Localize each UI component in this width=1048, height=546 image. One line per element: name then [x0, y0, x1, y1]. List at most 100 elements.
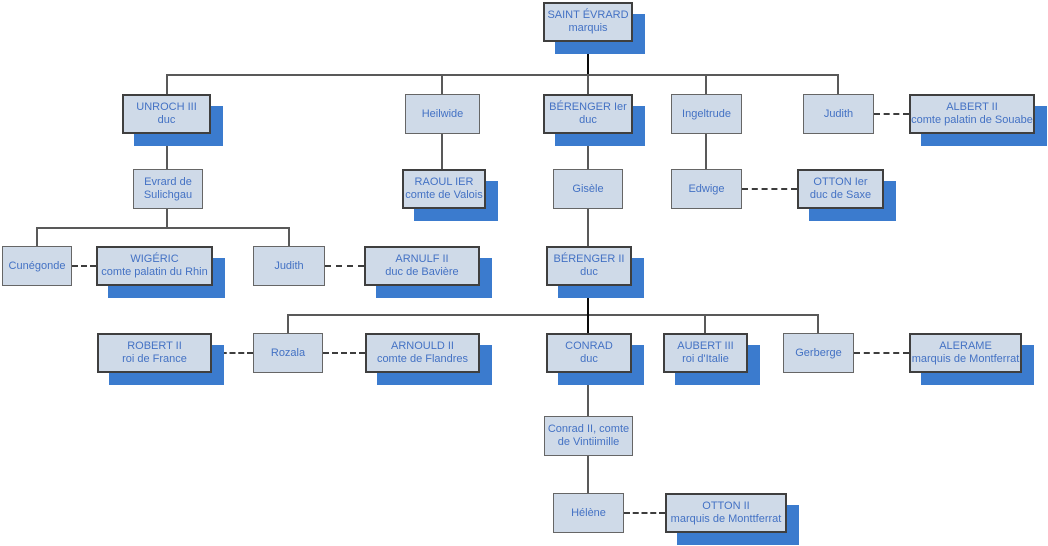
person-name: OTTON II: [702, 500, 750, 512]
person-name: Edwige: [688, 182, 725, 195]
connector-berenger2-down: [587, 285, 589, 316]
connector-ingeltrude-edwige: [705, 133, 707, 170]
connector-stub-gerberge: [817, 314, 819, 334]
connector-stub-cunegonde: [36, 227, 38, 247]
person-title: comte palatin de Souabe: [911, 114, 1033, 126]
person-name: Cunégonde: [8, 259, 66, 272]
tree-node-arnulf-ii: ARNULF II duc de Bavière: [364, 246, 480, 286]
tree-node-rozala: Rozala: [253, 333, 323, 373]
tree-node-albert-ii: ALBERT II comte palatin de Souabe: [909, 94, 1035, 134]
tree-node-gisele: Gisèle: [553, 169, 623, 209]
tree-node-berenger-ier: BÉRENGER Ier duc: [543, 94, 633, 134]
tree-node-judith-row4: Judith: [253, 246, 325, 286]
person-title: duc: [580, 266, 598, 278]
marriage-robert2-rozala: [212, 352, 253, 354]
connector-stub-rozala: [287, 314, 289, 334]
person-title: duc de Bavière: [385, 266, 459, 278]
marriage-gerberge-alerame: [854, 352, 909, 354]
tree-node-gerberge: Gerberge: [783, 333, 854, 373]
person-name: Evrard de: [144, 176, 192, 188]
connector-evrard-down: [166, 208, 168, 229]
person-name: UNROCH III: [136, 101, 197, 113]
connector-stub-berenger1: [587, 74, 589, 95]
tree-node-evrard-de-sulichgau: Evrard de Sulichgau: [133, 169, 203, 209]
connector-row5-horizontal: [287, 314, 819, 316]
connector-row2-horizontal: [166, 74, 839, 76]
person-name: RAOUL IER: [414, 176, 474, 188]
connector-gisele-berenger2: [587, 208, 589, 247]
connector-stub-ingeltrude: [705, 74, 707, 95]
tree-node-wigeric: WIGÉRIC comte palatin du Rhin: [96, 246, 213, 286]
connector-stub-judith2: [837, 74, 839, 95]
person-name: Heilwide: [421, 107, 464, 120]
tree-node-ingeltrude: Ingeltrude: [671, 94, 742, 134]
person-name: Judith: [274, 259, 304, 272]
tree-node-otton-ier: OTTON Ier duc de Saxe: [797, 169, 884, 209]
tree-node-saint-evrard: SAINT ÉVRARD marquis: [543, 2, 633, 42]
marriage-helene-otton2: [624, 512, 665, 514]
connector-unroch-evrard: [166, 133, 168, 170]
person-title: duc: [579, 114, 597, 126]
person-name: ALERAME: [939, 340, 992, 352]
tree-node-conrad-ii: Conrad II, comte de Vintiimille: [544, 416, 633, 456]
person-title: duc: [157, 114, 176, 126]
person-name-line2: de Vintiimille: [557, 436, 620, 448]
connector-stub-heilwide: [441, 74, 443, 95]
tree-node-aubert-iii: AUBERT III roi d'Italie: [663, 333, 748, 373]
connector-stub-aubert3: [704, 314, 706, 334]
person-title: comte palatin du Rhin: [101, 266, 208, 278]
person-name: OTTON Ier: [813, 176, 868, 188]
person-name: SAINT ÉVRARD: [547, 9, 629, 21]
connector-stub-judith4: [288, 227, 290, 247]
tree-node-cunegonde: Cunégonde: [2, 246, 72, 286]
tree-node-judith-row2: Judith: [803, 94, 874, 134]
person-name: Rozala: [270, 346, 306, 359]
person-name: ROBERT II: [127, 340, 182, 352]
person-name: Gerberge: [795, 346, 842, 359]
person-name: ARNOULD II: [391, 340, 454, 352]
person-name: ARNULF II: [395, 253, 449, 265]
tree-node-conrad: CONRAD duc: [546, 333, 632, 373]
person-title: marquis de Monttferrat: [670, 513, 782, 525]
person-name: BÉRENGER II: [553, 253, 625, 265]
tree-node-unroch-iii: UNROCH III duc: [122, 94, 211, 134]
marriage-cunegonde-wigeric: [72, 265, 96, 267]
tree-node-robert-ii: ROBERT II roi de France: [97, 333, 212, 373]
marriage-judith4-arnulf2: [325, 265, 364, 267]
connector-heilwide-raoul: [441, 133, 443, 170]
tree-node-helene: Hélène: [553, 493, 624, 533]
tree-node-arnould-ii: ARNOULD II comte de Flandres: [365, 333, 480, 373]
connector-saintevrard-down: [587, 41, 589, 75]
person-title: roi d'Italie: [682, 353, 729, 365]
connector-row4-horizontal: [36, 227, 290, 229]
connector-stub-conrad: [587, 314, 589, 334]
person-name: Judith: [823, 107, 854, 120]
marriage-edwige-otton1: [742, 188, 797, 190]
tree-node-raoul-ier: RAOUL IER comte de Valois: [402, 169, 486, 209]
person-name: WIGÉRIC: [130, 253, 179, 265]
connector-conrad2-helene: [587, 455, 589, 494]
marriage-judith2-albert2: [874, 113, 909, 115]
tree-node-edwige: Edwige: [671, 169, 742, 209]
connector-berenger1-gisele: [587, 133, 589, 170]
marriage-rozala-arnould2: [323, 352, 365, 354]
person-name-line2: Sulichgau: [143, 189, 193, 201]
tree-node-alerame: ALERAME marquis de Montferrat: [909, 333, 1022, 373]
tree-node-heilwide: Heilwide: [405, 94, 480, 134]
connector-conrad-conrad2: [587, 372, 589, 417]
tree-node-otton-ii: OTTON II marquis de Monttferrat: [665, 493, 787, 533]
person-name: BÉRENGER Ier: [549, 101, 627, 113]
connector-stub-unroch: [166, 74, 168, 95]
person-title: roi de France: [122, 353, 187, 365]
person-title: comte de Valois: [405, 189, 483, 201]
person-name: CONRAD: [565, 340, 613, 352]
person-title: duc: [580, 353, 598, 365]
person-title: marquis: [568, 22, 608, 34]
person-name: ALBERT II: [946, 101, 998, 113]
tree-node-berenger-ii: BÉRENGER II duc: [546, 246, 632, 286]
person-name: AUBERT III: [677, 340, 734, 352]
person-title: duc de Saxe: [809, 189, 872, 201]
person-name: Hélène: [571, 506, 606, 519]
person-name: Conrad II, comte: [547, 423, 630, 435]
